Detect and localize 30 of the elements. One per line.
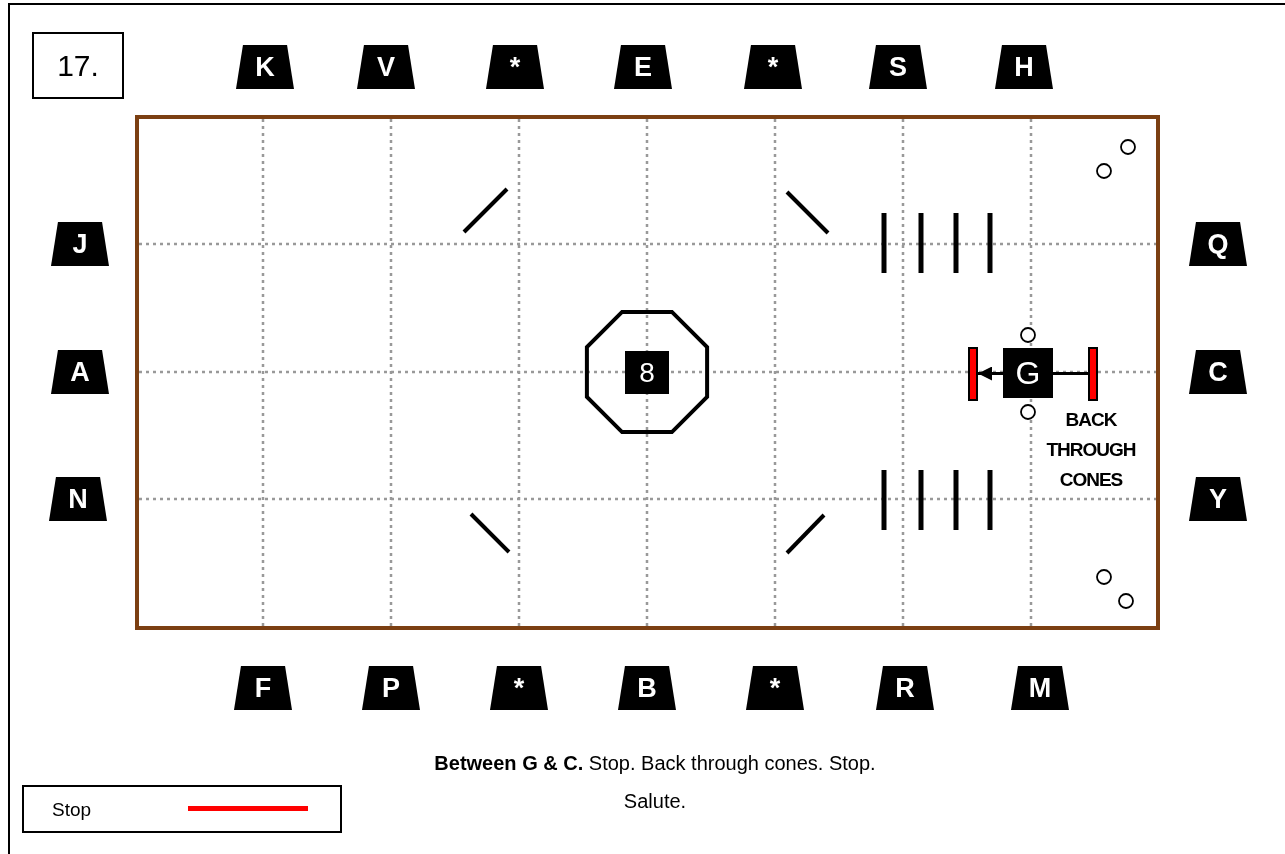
arena-letter-marker: V (357, 45, 415, 89)
arena-letter-marker: N (49, 477, 107, 521)
caption-text: Between G & C. Stop. Back through cones. Stop. Salute. (433, 751, 877, 814)
arena-letter-marker: E (614, 45, 672, 89)
arena-letter-marker: F (234, 666, 292, 710)
number-marker: 8 (625, 351, 669, 394)
arena-letter-marker: S (869, 45, 927, 89)
stop-bar (968, 347, 978, 401)
arrow (978, 366, 1003, 381)
arena-letter-marker: * (744, 45, 802, 89)
arena-letter-marker: J (51, 222, 109, 266)
arena-letter-marker: * (746, 666, 804, 710)
arena-letter-marker: P (362, 666, 420, 710)
exercise-number: 17. (32, 32, 124, 99)
arena-letter-marker: C (1189, 350, 1247, 394)
arena-letter-marker: M (1011, 666, 1069, 710)
arena-letter-marker: H (995, 45, 1053, 89)
arena-letter-marker: * (486, 45, 544, 89)
arena-letter-marker: Y (1189, 477, 1247, 521)
arena-letter-marker: K (236, 45, 294, 89)
instruction-note: BACK THROUGH CONES (1045, 408, 1137, 492)
arena-letter-marker: R (876, 666, 934, 710)
arena-letter-marker: * (490, 666, 548, 710)
connector-line (1053, 372, 1088, 375)
arena-letter-marker: A (51, 350, 109, 394)
arena-letter-marker: B (618, 666, 676, 710)
position-marker: G (1003, 348, 1053, 398)
stop-bar (1088, 347, 1098, 401)
legend-label: Stop (52, 799, 92, 821)
arena-letter-marker: Q (1189, 222, 1247, 266)
